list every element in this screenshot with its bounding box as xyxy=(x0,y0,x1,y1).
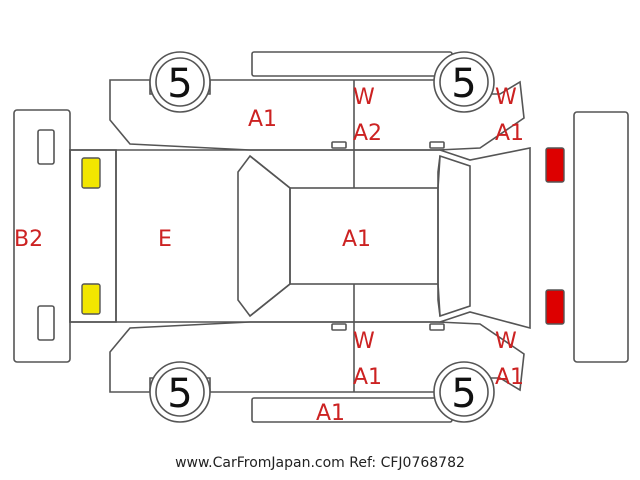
left-rocker-panel xyxy=(251,51,453,77)
car-body xyxy=(69,79,531,393)
code-right-rear: A1 xyxy=(495,365,524,390)
code-roof: A1 xyxy=(342,227,371,252)
tire-rating-label: 5 xyxy=(451,371,476,417)
code-left-front-fender: A1 xyxy=(248,107,277,132)
code-hood: E xyxy=(158,227,172,252)
code-right-front-door-w: W xyxy=(353,329,375,354)
head-lamp-left xyxy=(545,147,565,183)
code-rear-bumper: B2 xyxy=(14,227,43,252)
code-right-front-door: A1 xyxy=(353,365,382,390)
footer-credit: www.CarFromJapan.com Ref: CFJ0768782 xyxy=(0,455,640,471)
code-right-rocker: A1 xyxy=(316,401,345,426)
front-bumper xyxy=(573,111,629,363)
code-left-front-door: A2 xyxy=(353,121,382,146)
tire-rating-label: 5 xyxy=(167,61,192,107)
tire-rating-label: 5 xyxy=(167,371,192,417)
tire-front-right: 5 xyxy=(433,361,495,423)
footer-ref: Ref: CFJ0768782 xyxy=(349,455,465,471)
code-left-front-door-w: W xyxy=(353,85,375,110)
footer-site: www.CarFromJapan.com xyxy=(175,455,345,471)
rear-lamp-right xyxy=(81,283,101,315)
right-rocker-panel xyxy=(251,397,453,423)
code-left-rear-w: W xyxy=(495,85,517,110)
tire-front-left: 5 xyxy=(433,51,495,113)
tire-rear-left: 5 xyxy=(149,51,211,113)
tire-rear-right: 5 xyxy=(149,361,211,423)
tire-rating-label: 5 xyxy=(451,61,476,107)
rear-lamp-left xyxy=(81,157,101,189)
code-right-rear-w: W xyxy=(495,329,517,354)
head-lamp-right xyxy=(545,289,565,325)
code-left-rear: A1 xyxy=(495,121,524,146)
